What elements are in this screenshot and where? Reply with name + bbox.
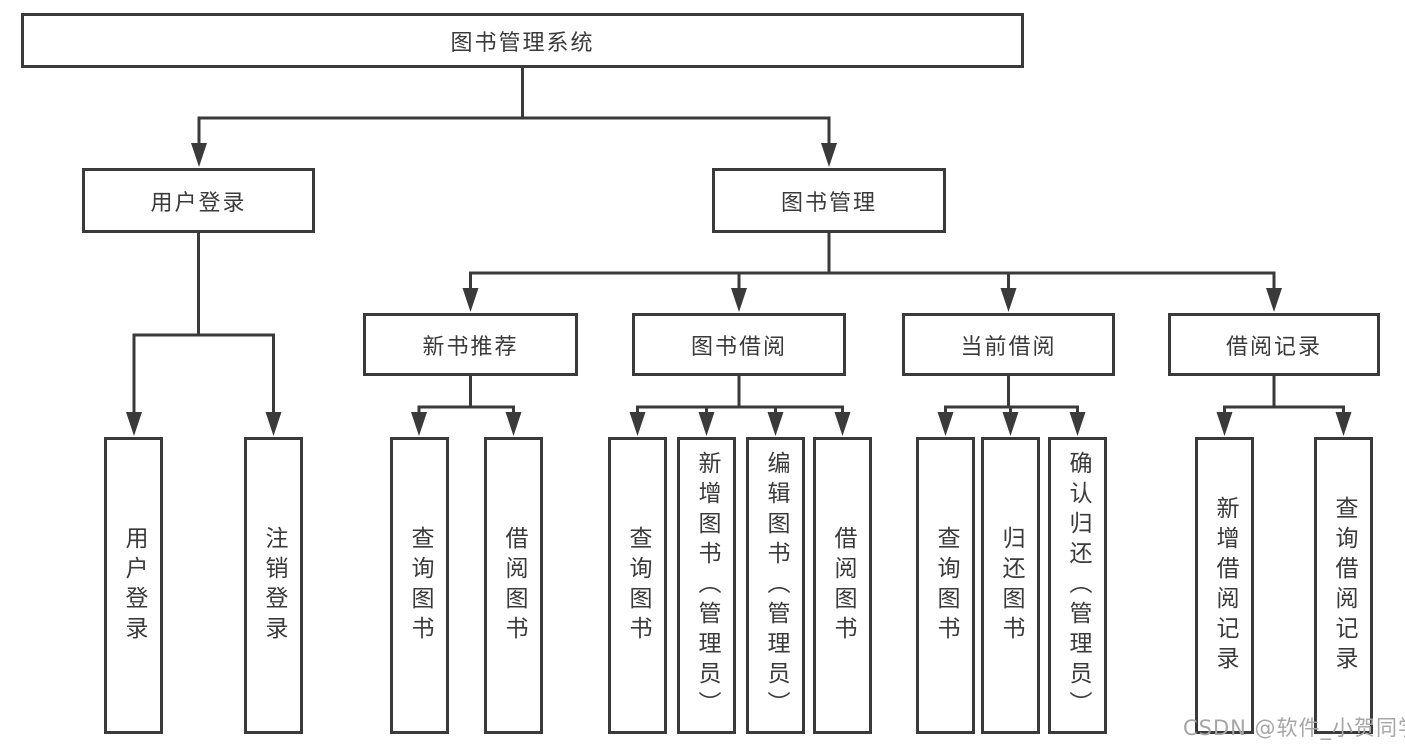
node-edit-books-admin: 编辑图书（管理员）: [746, 437, 805, 734]
csdn-watermark: CSDN @软件_小贺同学: [1183, 716, 1405, 740]
node-add-borrow-record: 新增借阅记录: [1195, 437, 1254, 734]
node-borrowing-records: 借阅记录: [1168, 313, 1380, 376]
node-new-book-recommend: 新书推荐: [363, 313, 578, 376]
node-user-login-action: 用户登录: [104, 437, 163, 734]
node-current-borrowing: 当前借阅: [902, 313, 1115, 376]
node-query-borrow-record: 查询借阅记录: [1314, 437, 1373, 734]
node-add-books-admin: 新增图书（管理员）: [677, 437, 736, 734]
node-query-books-current: 查询图书: [916, 437, 975, 734]
node-query-books-recommend: 查询图书: [390, 437, 449, 734]
node-borrow-books-recommend: 借阅图书: [484, 437, 543, 734]
node-book-borrowing: 图书借阅: [632, 313, 846, 376]
node-book-management: 图书管理: [712, 168, 946, 233]
node-logout-action: 注销登录: [244, 437, 303, 734]
node-library-management-system: 图书管理系统: [21, 13, 1024, 68]
node-confirm-return-admin: 确认归还（管理员）: [1048, 437, 1107, 734]
node-user-login: 用户登录: [82, 168, 315, 233]
node-borrow-books-action: 借阅图书: [813, 437, 872, 734]
node-query-books-borrow: 查询图书: [608, 437, 667, 734]
node-return-books: 归还图书: [981, 437, 1040, 734]
